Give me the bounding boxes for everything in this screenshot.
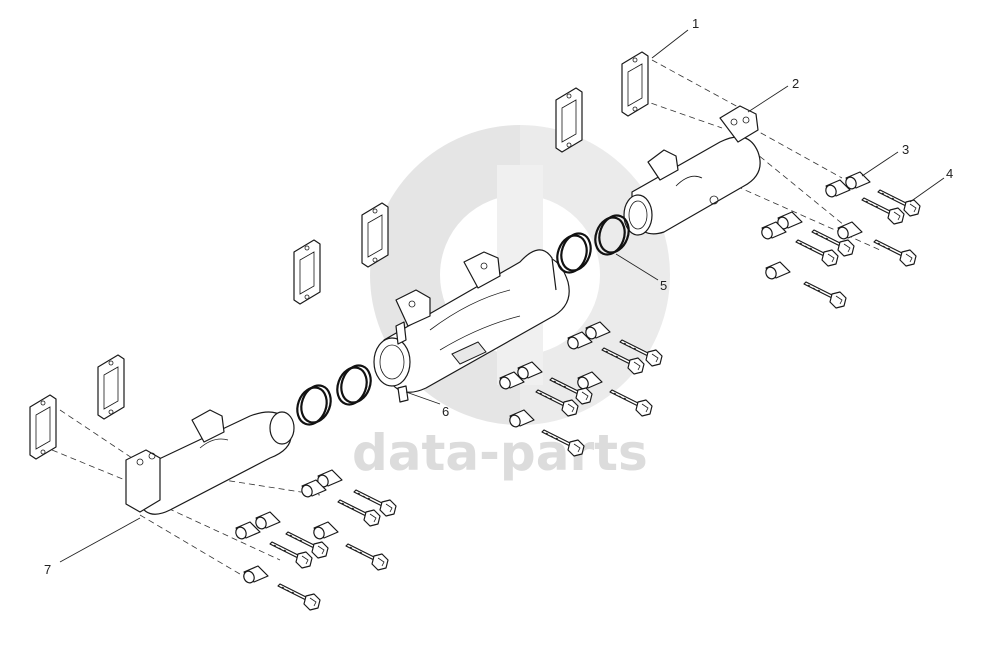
bolt — [873, 239, 917, 267]
callout-1: 1 — [692, 16, 699, 31]
seal-ring-3 — [291, 380, 337, 430]
gasket-3 — [361, 202, 389, 268]
leader-lines — [59, 29, 945, 563]
bolt — [345, 543, 389, 571]
callout-2: 2 — [792, 76, 799, 91]
manifold-section-right — [623, 105, 761, 236]
callout-4: 4 — [946, 166, 953, 181]
spacer — [253, 511, 281, 532]
gasket-2 — [555, 87, 583, 153]
bolt — [803, 281, 847, 309]
bolt — [277, 583, 321, 611]
gasket-1 — [621, 51, 649, 117]
manifold-section-left — [125, 409, 295, 515]
spacer — [241, 565, 269, 586]
bolt — [795, 239, 839, 267]
bolt — [609, 389, 653, 417]
seal-ring-4 — [331, 360, 377, 410]
callout-7: 7 — [44, 562, 51, 577]
spacer — [763, 261, 791, 282]
manifold-section-center — [373, 249, 570, 403]
watermark-text: data-parts — [352, 424, 648, 482]
gasket-6 — [29, 394, 57, 460]
spacer — [311, 521, 339, 542]
bolt — [269, 541, 313, 569]
gasket-5 — [97, 354, 125, 420]
gasket-4 — [293, 239, 321, 305]
callout-5: 5 — [660, 278, 667, 293]
spacer — [835, 221, 863, 242]
callout-3: 3 — [902, 142, 909, 157]
bolt — [337, 499, 381, 527]
alignment-lines-left — [51, 409, 321, 581]
callout-6: 6 — [442, 404, 449, 419]
